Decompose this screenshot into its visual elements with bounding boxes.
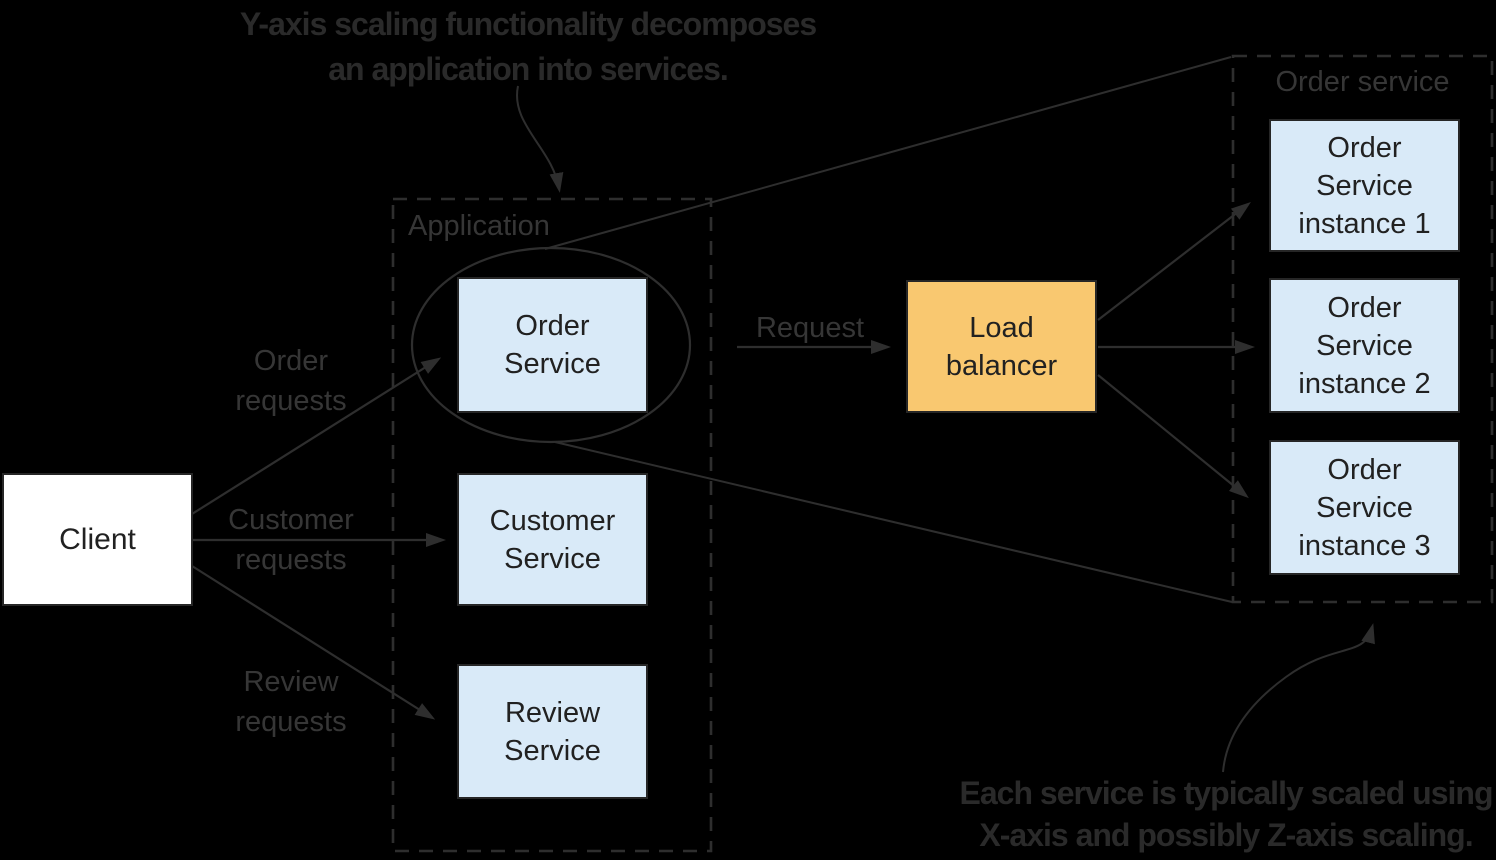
arrow-client-to-review-service [191,565,436,720]
instance-3-line3: instance 3 [1298,529,1431,562]
arrow-lb-to-instance-3 [1097,374,1249,499]
instance-2-line2: Service [1316,329,1413,362]
order-service-group-title: Order service [1275,66,1450,98]
review-service-line1: Review [504,696,601,729]
arrow-lb-to-instance-1 [1097,201,1251,321]
review-service-box: Review Service [457,664,648,799]
review-service-label: Review Service [504,694,601,770]
order-service-line2: Service [504,348,601,380]
order-service-group-border [1231,54,1494,604]
review-requests-line2: requests [235,706,347,738]
callout-arrow-top-annotation [515,85,564,193]
review-service-line2: Service [504,734,601,767]
customer-service-box: Customer Service [457,473,648,606]
instance-2-line1: Order [1327,291,1402,324]
bottom-annotation-line1: Each service is typically scaled using [959,775,1494,811]
client-box: Client [2,473,193,606]
bottom-annotation: Each service is typically scaled using X… [876,772,1496,856]
application-group-border [391,197,713,853]
order-service-label: Order Service [504,307,601,383]
instance-2-line3: instance 2 [1298,367,1431,400]
customer-requests-line2: requests [235,544,347,576]
order-requests-line2: requests [235,385,347,417]
customer-requests-line1: Customer [228,504,354,536]
instance-3-line1: Order [1327,453,1402,486]
order-service-line1: Order [515,310,590,342]
arrow-client-to-order-service [191,357,442,515]
order-service-instance-3-label: Order Service instance 3 [1298,451,1430,565]
load-balancer-line2: balancer [945,349,1058,382]
order-service-instance-2-label: Order Service instance 2 [1298,289,1430,403]
instance-1-line1: Order [1327,131,1402,164]
load-balancer-line1: Load [969,311,1034,344]
request-label: Request [755,312,864,344]
review-requests-label: Review requests [191,662,391,742]
load-balancer-box: Load balancer [906,280,1097,413]
review-requests-line1: Review [243,666,339,698]
customer-service-label: Customer Service [490,502,616,578]
bottom-annotation-line2: X-axis and possibly Z-axis scaling. [979,817,1473,853]
application-group-title: Application [408,210,550,242]
instance-1-line3: instance 1 [1298,207,1431,240]
order-service-box: Order Service [457,277,648,413]
order-service-instance-1-box: Order Service instance 1 [1269,119,1460,252]
client-label: Client [59,522,136,556]
customer-service-line2: Service [504,542,601,575]
top-annotation-line1: Y-axis scaling functionality decomposes [239,6,817,42]
zoom-line-top [544,56,1232,250]
instance-3-line2: Service [1316,491,1413,524]
top-annotation: Y-axis scaling functionality decomposes … [178,2,878,92]
order-service-instance-1-label: Order Service instance 1 [1298,129,1430,243]
instance-1-line2: Service [1316,169,1413,202]
load-balancer-label: Load balancer [946,309,1057,385]
customer-requests-label: Customer requests [191,500,391,580]
callout-arrow-bottom-annotation [1222,623,1375,773]
top-annotation-line2: an application into services. [328,51,729,87]
customer-service-line1: Customer [489,504,616,537]
zoom-line-bottom [554,441,1233,603]
order-service-instance-3-box: Order Service instance 3 [1269,440,1460,575]
order-service-instance-2-box: Order Service instance 2 [1269,278,1460,413]
order-requests-label: Order requests [191,341,391,421]
order-requests-line1: Order [253,345,329,377]
